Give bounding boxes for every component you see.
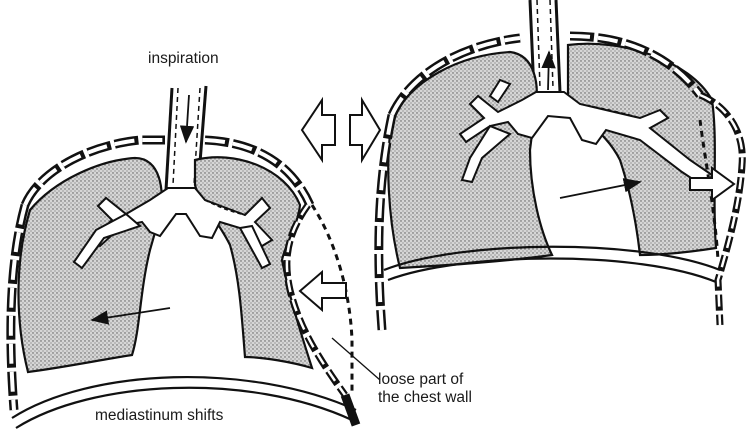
airflow-arrow-out	[541, 50, 556, 91]
label-mediastinum-shifts: mediastinum shifts	[95, 407, 224, 424]
left-lung-left	[17, 156, 163, 374]
hollow-arrow-icon	[298, 269, 347, 313]
double-arrow-icon	[300, 96, 382, 164]
right-diaphragm	[383, 245, 721, 272]
left-thorax	[6, 85, 381, 429]
airflow-arrow	[179, 94, 195, 144]
label-loose-line2: the chest wall	[378, 389, 472, 406]
right-lung-right	[566, 42, 718, 257]
label-loose-chest-wall: loose part of the chest wall	[378, 371, 472, 407]
left-diaphragm	[11, 375, 357, 419]
label-loose-line1: loose part of	[378, 371, 464, 388]
mediastinum-shift-arrow-right	[559, 178, 642, 199]
right-thorax	[374, 0, 746, 331]
right-bronchi	[458, 78, 714, 190]
left-lung-right	[193, 156, 314, 370]
mediastinum-shift-arrow-left	[90, 307, 171, 325]
left-bronchi	[72, 187, 274, 270]
hollow-arrow-out-icon	[689, 166, 736, 202]
label-inspiration: inspiration	[148, 50, 219, 67]
leader-line	[331, 337, 381, 381]
